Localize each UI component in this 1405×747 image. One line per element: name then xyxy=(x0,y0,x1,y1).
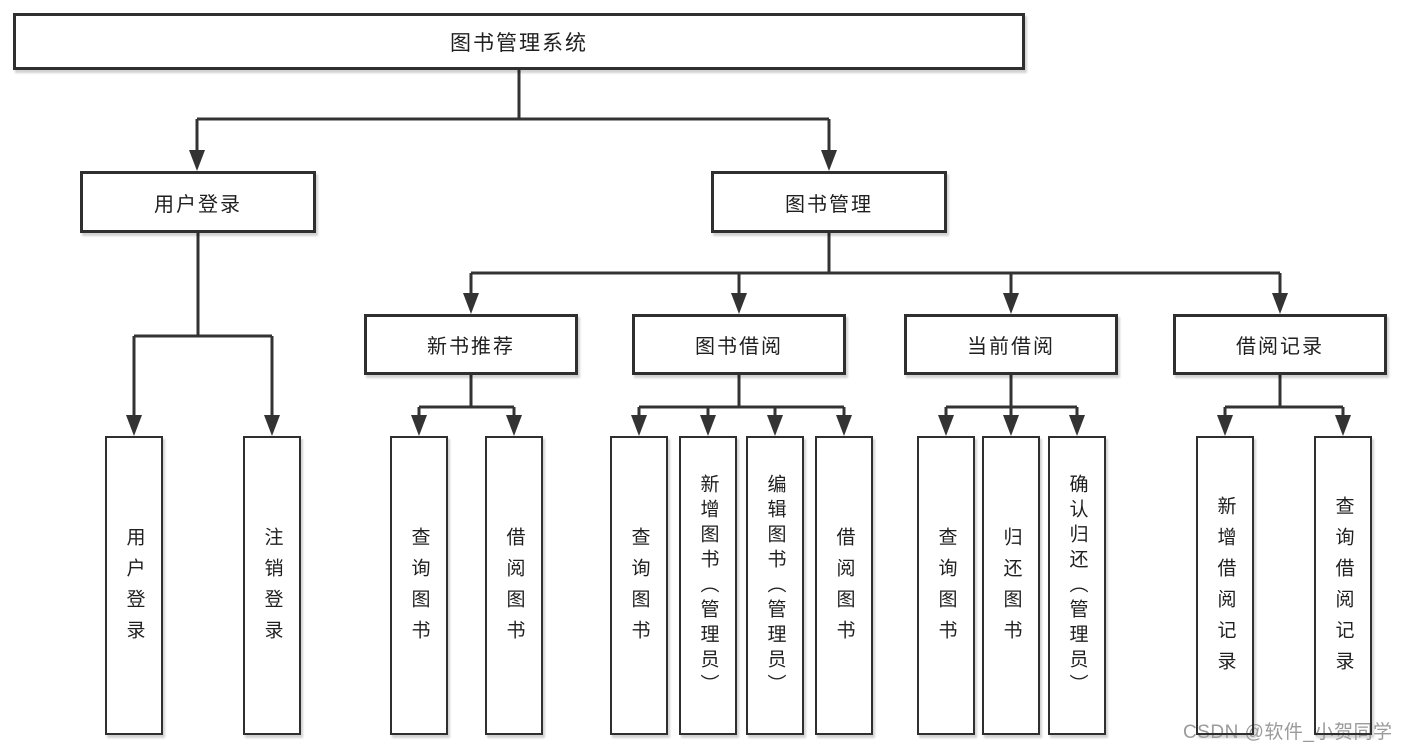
node-new-book-recommend: 新书推荐 xyxy=(364,314,578,375)
leaf-add-books-admin: 新增图书（管理员） xyxy=(679,436,737,735)
node-book-management: 图书管理 xyxy=(711,171,947,233)
leaf-query-books-current: 查询图书 xyxy=(917,436,975,735)
csdn-watermark: CSDN @软件_小贺同学 xyxy=(1183,722,1393,743)
leaf-add-borrow-record: 新增借阅记录 xyxy=(1196,436,1254,735)
leaf-user-login: 用户登录 xyxy=(105,436,163,735)
node-borrow-record: 借阅记录 xyxy=(1173,314,1387,375)
leaf-borrow-books: 借阅图书 xyxy=(815,436,873,735)
leaf-logout: 注销登录 xyxy=(243,436,301,735)
leaf-query-borrow-record: 查询借阅记录 xyxy=(1314,436,1372,735)
node-current-borrow: 当前借阅 xyxy=(904,314,1118,375)
leaf-confirm-return-admin: 确认归还（管理员） xyxy=(1048,436,1106,735)
leaf-query-books-borrow: 查询图书 xyxy=(610,436,668,735)
leaf-borrow-books-recommend: 借阅图书 xyxy=(485,436,543,735)
leaf-query-books-recommend: 查询图书 xyxy=(390,436,448,735)
node-user-login: 用户登录 xyxy=(80,171,316,233)
leaf-edit-books-admin: 编辑图书（管理员） xyxy=(746,436,804,735)
leaf-return-books: 归还图书 xyxy=(982,436,1040,735)
node-book-borrow: 图书借阅 xyxy=(632,314,846,375)
node-root: 图书管理系统 xyxy=(13,13,1025,70)
